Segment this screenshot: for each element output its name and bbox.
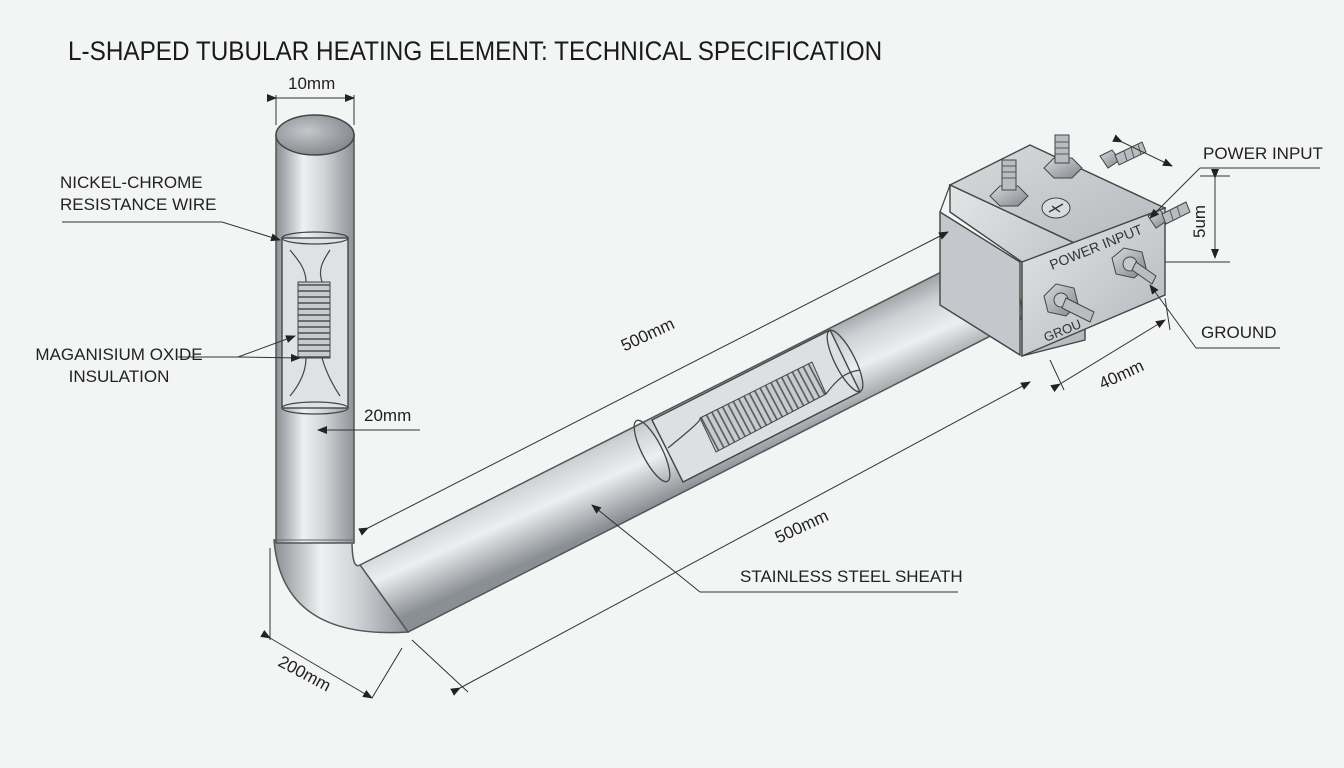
- label-nickel-chrome: NICKEL-CHROME RESISTANCE WIRE: [60, 172, 216, 216]
- label-nickel-chrome-line1: NICKEL-CHROME: [60, 173, 203, 192]
- vertical-coil: [297, 281, 331, 359]
- label-power-input: POWER INPUT: [1203, 144, 1323, 163]
- terminal-box: POWER INPUT GROU: [939, 134, 1191, 358]
- front-terminal-nut: [1043, 283, 1095, 323]
- label-ground: GROUND: [1201, 323, 1277, 342]
- dim-box-height: 5um: [1190, 204, 1209, 238]
- top-terminal-stud-1: [989, 159, 1029, 207]
- dim-tube-top-diameter: 10mm: [288, 74, 336, 93]
- dim-tube-diameter: 20mm: [364, 406, 412, 425]
- tube-end-cap: [275, 114, 355, 156]
- label-mgo-line2: INSULATION: [68, 367, 170, 386]
- dimension-lines: [62, 94, 1320, 699]
- power-input-stud: [1099, 141, 1147, 169]
- top-terminal-stud-2: [1043, 134, 1083, 179]
- label-mgo-line1: MAGANISIUM OXIDE: [35, 345, 203, 364]
- vertical-tube: [275, 114, 355, 544]
- label-nickel-chrome-line2: RESISTANCE WIRE: [60, 195, 217, 214]
- diagram-title: L-SHAPED TUBULAR HEATING ELEMENT: TECHNI…: [68, 36, 883, 66]
- tube-bend: [273, 539, 410, 634]
- ground-terminal-nut: [1111, 247, 1157, 285]
- label-stainless-steel-sheath: STAINLESS STEEL SHEATH: [740, 567, 963, 586]
- label-mgo-insulation: MAGANISIUM OXIDE INSULATION: [34, 344, 204, 388]
